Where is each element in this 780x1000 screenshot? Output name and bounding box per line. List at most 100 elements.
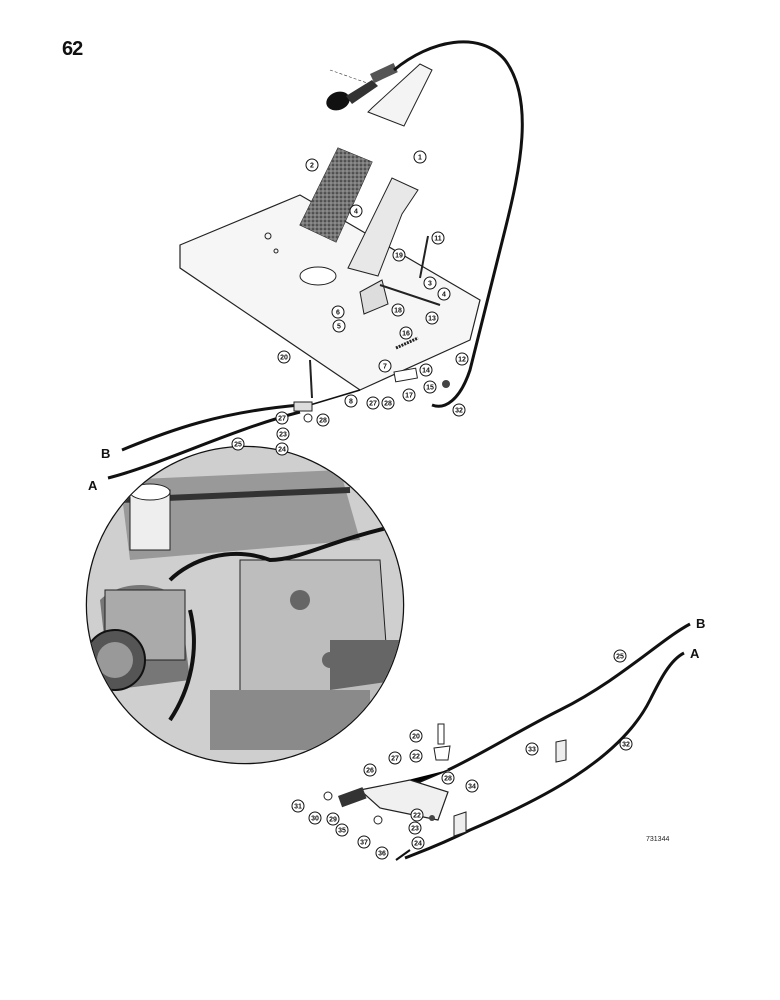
callout-number: 2 (310, 163, 314, 170)
callout-number: 26 (366, 768, 374, 775)
callout-circle (349, 204, 363, 218)
callout-circle (326, 812, 340, 826)
callout-35: 35 (335, 823, 349, 837)
callout-19: 19 (392, 248, 406, 262)
floor-plate-and-pedal (179, 147, 481, 399)
callout-number: 12 (458, 357, 466, 364)
callout-number: 4 (442, 292, 446, 299)
callout-2: 2 (305, 158, 319, 172)
callout-number: 24 (414, 841, 422, 848)
callout-15: 15 (423, 380, 437, 394)
engine-inset (85, 445, 405, 765)
callout-circle (316, 413, 330, 427)
callout-5: 5 (332, 319, 346, 333)
callout-number: 28 (319, 418, 327, 425)
callout-circle (275, 411, 289, 425)
callout-number: 32 (455, 408, 463, 415)
callout-circle (431, 231, 445, 245)
callout-circle (276, 427, 290, 441)
callout-circle (378, 359, 392, 373)
callout-28: 28 (441, 771, 455, 785)
callout-circle (452, 403, 466, 417)
callout-20: 20 (277, 350, 291, 364)
callout-7: 7 (378, 359, 392, 373)
callout-number: 15 (426, 385, 434, 392)
callout-37: 37 (357, 835, 371, 849)
callout-circle (419, 363, 433, 377)
callout-circle (619, 737, 633, 751)
callout-circle (335, 823, 349, 837)
callout-32: 32 (619, 737, 633, 751)
callout-28: 28 (316, 413, 330, 427)
callout-number: 14 (422, 368, 430, 375)
callout-circle (277, 350, 291, 364)
callout-circle (388, 751, 402, 765)
cable-a-label-upper: A (88, 478, 98, 493)
callout-circle (366, 396, 380, 410)
callout-11: 11 (431, 231, 445, 245)
callout-number: 28 (384, 401, 392, 408)
callout-26: 26 (363, 763, 377, 777)
callout-4: 4 (349, 204, 363, 218)
callout-17: 17 (402, 388, 416, 402)
callout-20: 20 (409, 729, 423, 743)
callout-circle (381, 396, 395, 410)
callout-number: 13 (428, 316, 436, 323)
callout-number: 19 (395, 253, 403, 260)
callout-circle (613, 649, 627, 663)
callout-4: 4 (437, 287, 451, 301)
throttle-cables-lower (391, 622, 691, 861)
callout-29: 29 (326, 812, 340, 826)
callout-circle (423, 380, 437, 394)
callout-circle (231, 437, 245, 451)
callout-circle (525, 742, 539, 756)
callout-circle (375, 846, 389, 860)
callout-36: 36 (375, 846, 389, 860)
callout-number: 4 (354, 209, 358, 216)
callout-circle (308, 811, 322, 825)
callout-circle (437, 287, 451, 301)
callout-33: 33 (525, 742, 539, 756)
callout-number: 1 (418, 155, 422, 162)
callout-27: 27 (388, 751, 402, 765)
callout-circle (291, 799, 305, 813)
callout-number: 22 (413, 813, 421, 820)
callout-number: 30 (311, 816, 319, 823)
callout-circle (344, 394, 358, 408)
callout-24: 24 (411, 836, 425, 850)
callout-number: 24 (278, 447, 286, 454)
callout-number: 33 (528, 747, 536, 754)
callout-number: 34 (468, 784, 476, 791)
callout-13: 13 (425, 311, 439, 325)
callout-number: 17 (405, 393, 413, 400)
callout-number: 36 (378, 851, 386, 858)
callout-number: 6 (336, 310, 340, 317)
callout-circle (392, 248, 406, 262)
callout-circle (455, 352, 469, 366)
cable-a-label-lower: A (690, 646, 700, 661)
callout-number: 16 (402, 331, 410, 338)
callout-27: 27 (275, 411, 289, 425)
callout-18: 18 (391, 303, 405, 317)
callout-25: 25 (231, 437, 245, 451)
callout-number: 35 (338, 828, 346, 835)
callout-number: 29 (329, 817, 337, 824)
callout-23: 23 (276, 427, 290, 441)
callout-circle (410, 808, 424, 822)
page-number: 62 (62, 38, 83, 60)
callout-circle (331, 305, 345, 319)
linkage-assembly-lower (323, 723, 567, 837)
callout-22: 22 (410, 808, 424, 822)
callout-circle (441, 771, 455, 785)
callout-circle (332, 319, 346, 333)
callout-circle (399, 326, 413, 340)
callout-28: 28 (381, 396, 395, 410)
callout-30: 30 (308, 811, 322, 825)
hand-throttle-assembly (326, 40, 524, 408)
callout-number: 27 (391, 756, 399, 763)
callout-number: 27 (369, 401, 377, 408)
callout-number: 20 (412, 734, 420, 741)
callout-number: 31 (294, 804, 302, 811)
